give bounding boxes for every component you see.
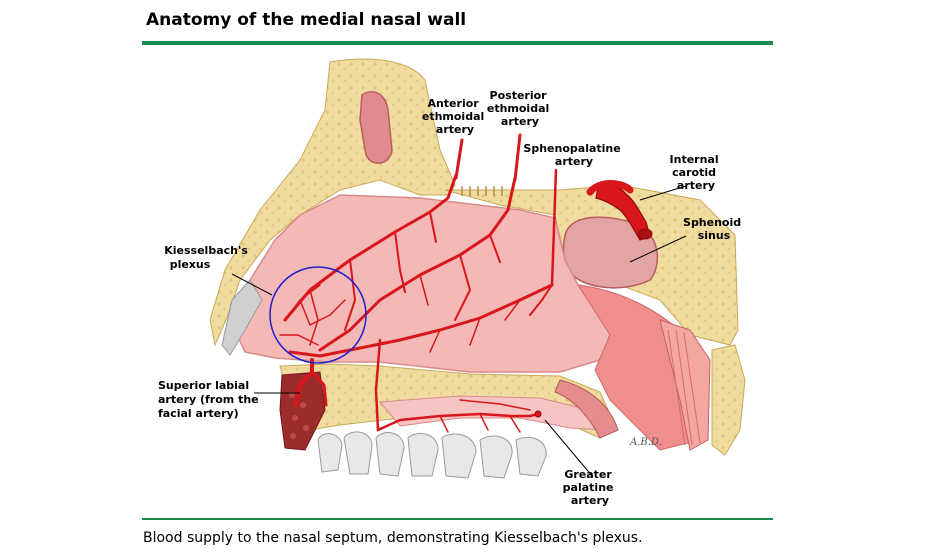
caption-rule xyxy=(142,518,773,520)
label-sphenopalatine-artery: Sphenopalatine artery xyxy=(523,142,624,168)
figure-caption: Blood supply to the nasal septum, demons… xyxy=(143,530,643,546)
carotid-lumen xyxy=(638,229,652,239)
label-posterior-ethmoidal-artery: Posterior ethmoidal artery xyxy=(487,89,553,128)
label-superior-labial-artery: Superior labial artery (from the facial … xyxy=(158,379,262,420)
label-greater-palatine-artery: Greater palatine artery xyxy=(563,468,618,507)
cervical-bone xyxy=(712,345,745,455)
greater-palatine-foramen xyxy=(535,411,541,417)
artist-signature: A.B.D. xyxy=(629,437,662,448)
label-internal-carotid-artery: Internal carotid artery xyxy=(670,153,723,192)
upper-teeth xyxy=(318,432,546,478)
